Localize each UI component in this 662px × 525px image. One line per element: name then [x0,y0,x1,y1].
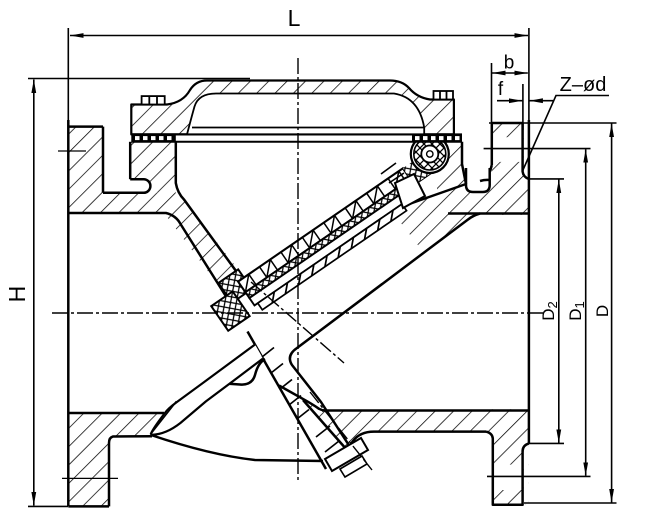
svg-text:L: L [288,5,301,31]
svg-text:f: f [498,79,504,100]
svg-text:Z–ød: Z–ød [560,74,607,96]
svg-text:D2: D2 [539,301,560,321]
svg-text:b: b [504,53,515,74]
svg-text:D: D [593,305,612,317]
svg-text:D1: D1 [566,301,587,321]
svg-text:H: H [4,286,30,303]
